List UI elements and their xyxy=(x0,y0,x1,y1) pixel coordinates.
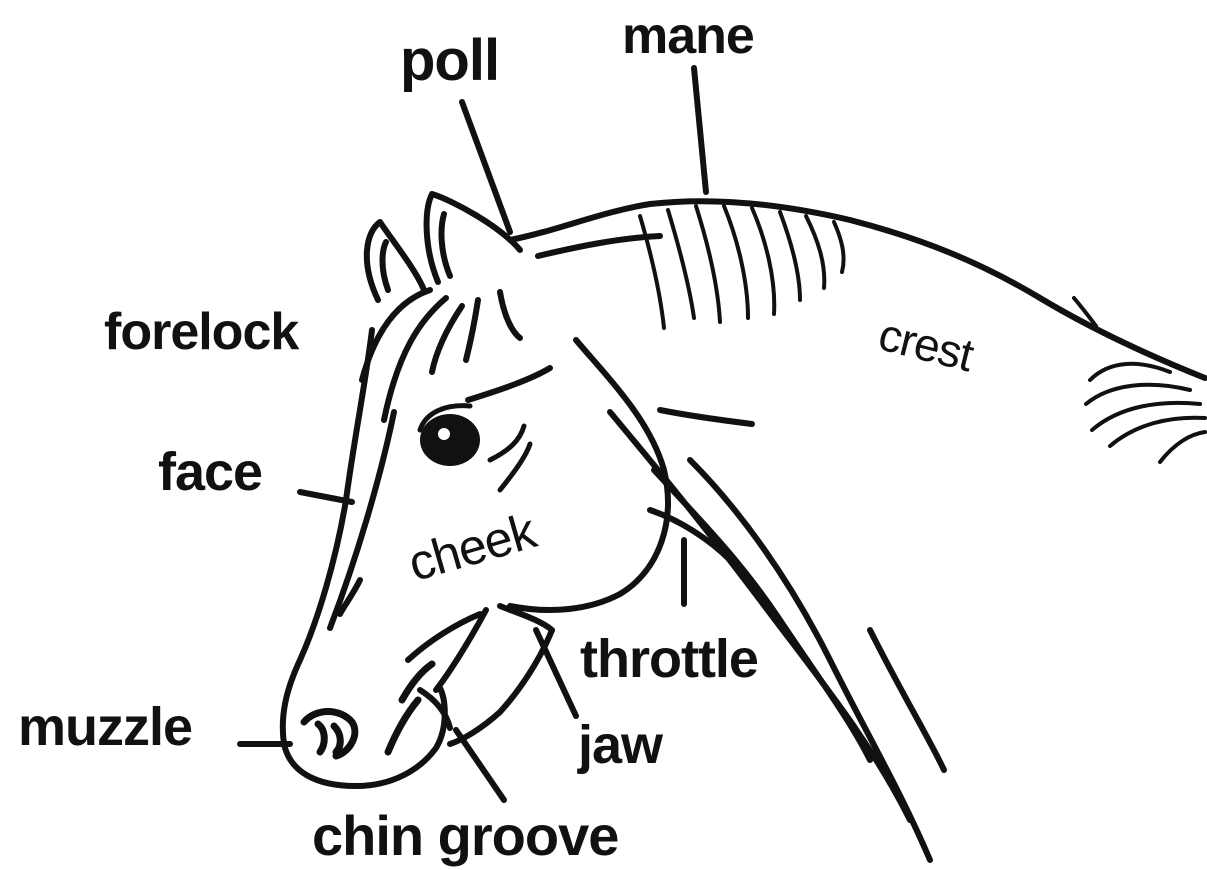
forelock-strand xyxy=(466,300,478,360)
neck-vein xyxy=(660,410,752,424)
mane-tuft xyxy=(1110,418,1205,446)
nostril xyxy=(304,664,432,756)
mane-strand xyxy=(780,212,800,300)
label-mane: mane xyxy=(622,10,754,62)
mane-strand xyxy=(724,206,748,318)
forelock-strand xyxy=(432,306,462,372)
throat-line-inner xyxy=(654,470,870,760)
eye-ball xyxy=(420,414,480,466)
cheek-outline xyxy=(510,340,668,610)
nostril-inner xyxy=(318,724,324,752)
label-poll: poll xyxy=(400,32,499,90)
label-throttle: throttle xyxy=(580,632,758,686)
mane-strand xyxy=(668,210,694,318)
forelock-strand xyxy=(500,292,520,338)
label-jaw: jaw xyxy=(578,718,662,772)
label-muzzle: muzzle xyxy=(18,700,192,754)
eye-highlight xyxy=(438,428,450,440)
mouth-line xyxy=(388,700,418,752)
label-forelock: forelock xyxy=(104,306,298,358)
mane-tuft xyxy=(1160,432,1205,462)
mane-strand xyxy=(696,206,720,322)
crest-topline xyxy=(510,201,1205,378)
eye-brow xyxy=(468,368,550,400)
neck-outline xyxy=(510,201,1205,378)
mane-strand xyxy=(806,216,824,288)
forelock-tufts xyxy=(362,290,520,420)
mane-strand xyxy=(640,216,664,328)
eye-wrinkle xyxy=(490,426,524,460)
mane-tuft xyxy=(1090,364,1170,380)
nostril-outline xyxy=(304,712,355,757)
leader-line-jaw xyxy=(536,630,576,716)
mane-strand xyxy=(752,208,774,314)
left-ear xyxy=(367,222,424,300)
ears xyxy=(367,194,520,300)
neck-fold xyxy=(870,630,944,770)
leader-line-mane xyxy=(694,68,706,192)
left-ear-inner xyxy=(383,242,389,290)
crest-topline-inner xyxy=(538,236,660,256)
nostril-inner xyxy=(334,726,340,752)
label-chin-groove: chin groove xyxy=(312,808,618,864)
label-face: face xyxy=(158,445,262,499)
eye xyxy=(420,368,550,490)
mane-strand xyxy=(834,222,844,272)
jaw-line xyxy=(450,606,552,744)
right-ear-inner xyxy=(442,214,450,276)
